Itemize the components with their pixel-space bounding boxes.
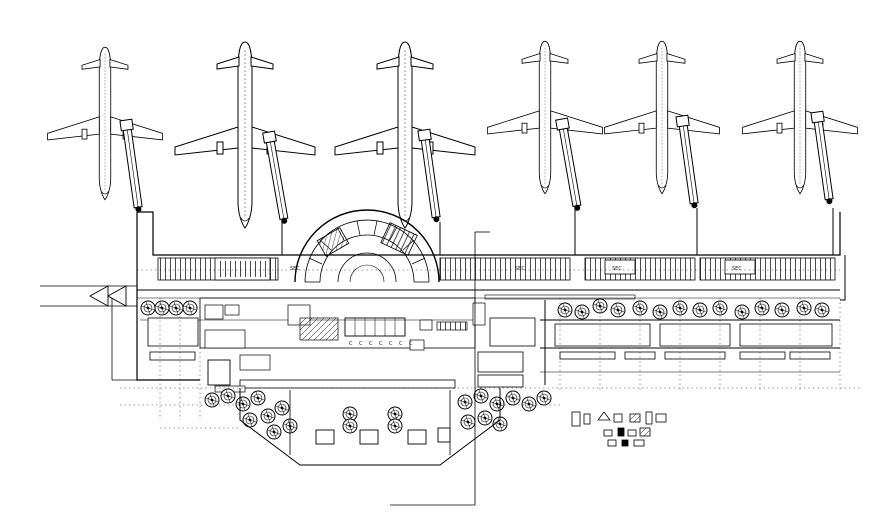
central-rotunda bbox=[294, 209, 440, 283]
aircraft-2 bbox=[174, 41, 316, 229]
jet-bridges bbox=[119, 110, 837, 226]
entrance-arrows bbox=[89, 285, 127, 307]
aircraft-6 bbox=[742, 40, 858, 195]
core-label-7: C bbox=[409, 341, 413, 347]
section-lines bbox=[390, 231, 490, 506]
gate-label-4: SEC bbox=[732, 266, 742, 272]
aircraft-group bbox=[47, 40, 858, 229]
core-label-5: C bbox=[389, 341, 393, 347]
core-label-6: C bbox=[399, 341, 403, 347]
terminal-building bbox=[40, 208, 846, 385]
aircraft-1 bbox=[47, 46, 163, 201]
gate-labels: SEC SEC SEC SEC bbox=[290, 266, 742, 272]
core-label-3: C bbox=[369, 341, 373, 347]
gate-seating bbox=[157, 257, 836, 281]
gate-label-1: SEC bbox=[290, 266, 300, 272]
jet-bridge-4 bbox=[555, 117, 585, 213]
aircraft-5 bbox=[604, 40, 720, 195]
east-wing-rooms bbox=[484, 294, 833, 360]
gate-label-3: SEC bbox=[612, 266, 622, 272]
entrance-plaza bbox=[239, 388, 501, 466]
aircraft-3 bbox=[334, 41, 476, 229]
core-label-1: C bbox=[349, 341, 353, 347]
grid-lines bbox=[120, 269, 860, 429]
aircraft-4 bbox=[487, 40, 603, 195]
gate-label-2: SEC bbox=[515, 266, 525, 272]
core-sub-labels: C C C C C C C bbox=[349, 341, 413, 347]
legend-symbols bbox=[571, 411, 667, 447]
core-label-4: C bbox=[379, 341, 383, 347]
core-label-2: C bbox=[359, 341, 363, 347]
central-core bbox=[147, 297, 536, 393]
